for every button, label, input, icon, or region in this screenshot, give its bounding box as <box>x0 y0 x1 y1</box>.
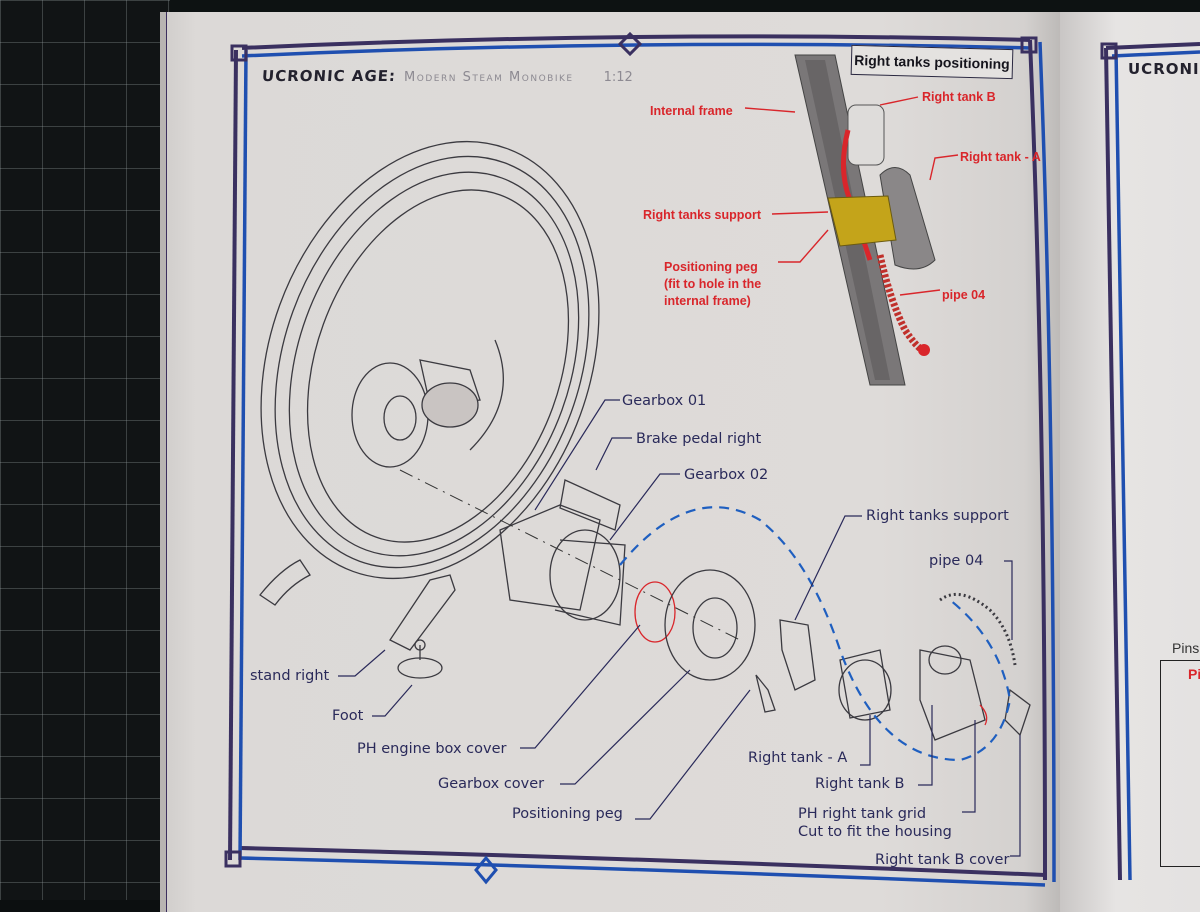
wheel-hub <box>351 362 429 468</box>
next-page-pins-red-label: Pi <box>1188 666 1200 682</box>
page-stack-edge <box>160 12 167 912</box>
next-page-pins-label: Pins <box>1172 640 1200 656</box>
engine-box-cover-grid <box>634 581 676 643</box>
scale-label: 1:12 <box>603 70 633 85</box>
next-page-pins-inset <box>1160 660 1200 867</box>
next-page-frame-border <box>1100 42 1200 881</box>
label-right-tank-a: Right tank - A <box>748 750 848 766</box>
inset-tanks-support <box>827 195 897 247</box>
inset-right-tank-b <box>847 104 885 166</box>
inset-label-right-tank-a: Right tank - A <box>960 150 1041 164</box>
stand-right-part <box>389 574 456 651</box>
monowheel-drawing <box>259 140 600 679</box>
label-pipe-04: pipe 04 <box>929 553 984 569</box>
leader-lines <box>338 399 1021 857</box>
inset-drawing <box>794 54 936 386</box>
gearbox-cover-part <box>664 569 756 681</box>
label-stand-right: stand right <box>250 668 330 684</box>
frame-diamond-top-icon <box>617 31 643 57</box>
model-subtitle: Modern Steam Monobike <box>404 70 574 85</box>
tank-parts <box>779 592 1031 741</box>
cutting-mat-top-edge <box>170 0 1200 14</box>
brake-pedal-part <box>559 479 621 531</box>
right-tank-a-part <box>839 649 891 719</box>
cutting-mat-background <box>0 0 170 900</box>
tanks-support-part <box>779 619 816 691</box>
manual-page-left <box>160 12 1060 912</box>
manual-header: UCRONIC AGE: Modern Steam Monobike 1:12 <box>261 67 633 85</box>
label-gearbox-01: Gearbox 01 <box>622 393 707 409</box>
label-brake-pedal-right: Brake pedal right <box>636 431 762 447</box>
stand-left <box>259 559 311 606</box>
label-gearbox-cover: Gearbox cover <box>438 776 545 792</box>
right-tank-b-part <box>919 649 986 741</box>
frame-diamond-bottom-icon <box>474 855 498 885</box>
positioning-peg-part <box>755 674 776 713</box>
manual-page-right <box>1060 12 1200 912</box>
inset-leader-lines <box>744 96 959 296</box>
next-page-brand: UCRONIC <box>1128 60 1200 78</box>
label-ph-right-tank-grid: PH right tank grid <box>798 806 927 822</box>
center-axis-line <box>399 469 741 641</box>
label-ph-engine-box-cover: PH engine box cover <box>357 741 507 757</box>
brand-title: UCRONIC AGE: <box>261 67 397 85</box>
gearbox-parts <box>499 479 776 713</box>
inset-label-positioning-peg-note-2: internal frame) <box>664 294 751 308</box>
inset-title: Right tanks positioning <box>850 44 1014 80</box>
gearbox-01-part <box>499 504 601 611</box>
gearbox-02-part <box>549 529 621 621</box>
label-gearbox-02: Gearbox 02 <box>684 467 769 483</box>
label-positioning-peg: Positioning peg <box>512 806 623 822</box>
inset-label-internal-frame: Internal frame <box>650 104 733 118</box>
assembly-dashed-path <box>619 506 1012 762</box>
inset-label-right-tank-b: Right tank B <box>922 90 996 104</box>
label-right-tanks-support: Right tanks support <box>866 508 1009 524</box>
inset-label-positioning-peg: Positioning peg <box>664 260 758 274</box>
inset-label-pipe-04: pipe 04 <box>942 288 986 302</box>
inset-right-tank-a <box>879 167 936 270</box>
foot-part <box>397 657 443 679</box>
pipe-04-part <box>939 592 1017 666</box>
tank-b-cover-part <box>1004 688 1031 737</box>
label-foot: Foot <box>332 708 364 724</box>
label-right-tank-b-cover: Right tank B cover <box>875 852 1010 868</box>
label-cut-to-fit: Cut to fit the housing <box>798 824 952 840</box>
inset-label-positioning-peg-note: (fit to hole in the <box>664 277 762 291</box>
label-right-tank-b: Right tank B <box>815 776 905 792</box>
inset-label-tanks-support: Right tanks support <box>643 208 762 222</box>
page-frame-border <box>224 31 1056 887</box>
